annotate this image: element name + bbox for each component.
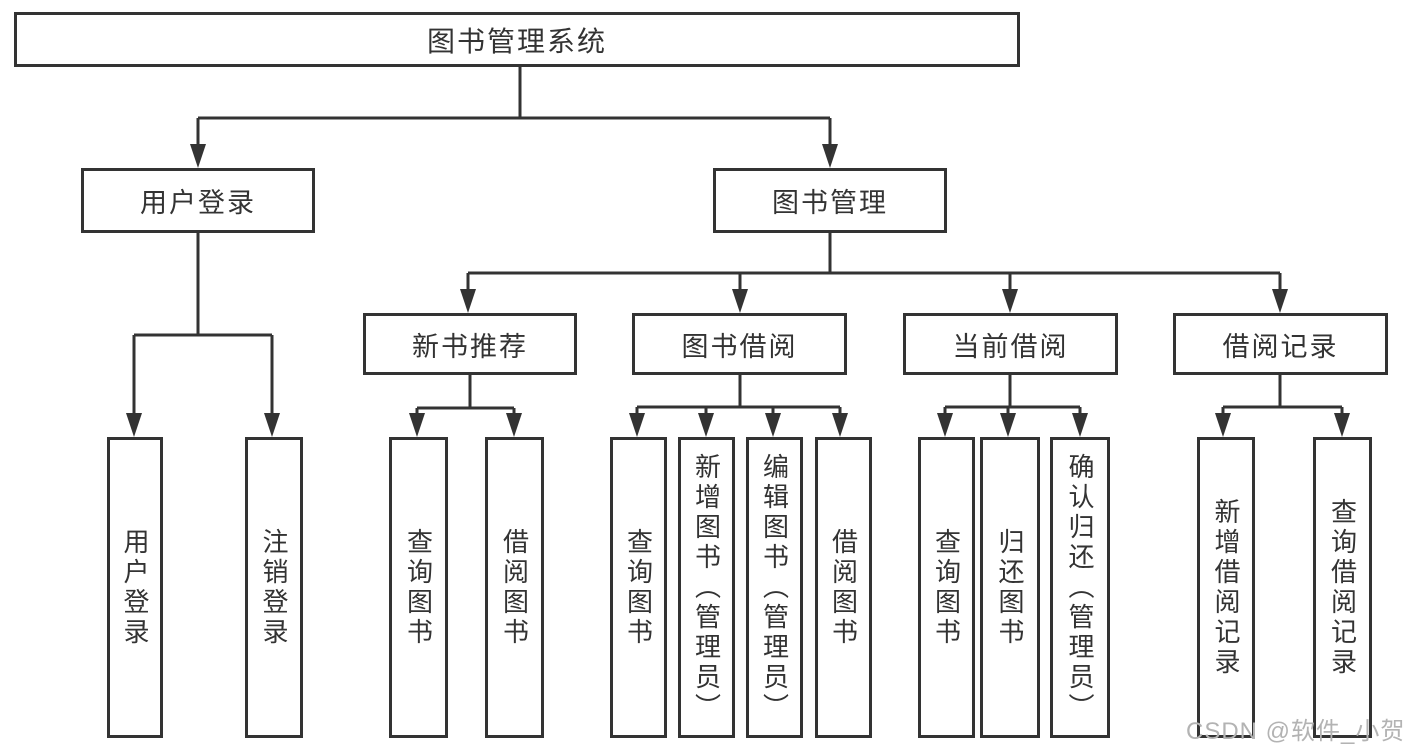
arrowheads — [126, 144, 1350, 437]
leaf-add-borrow-record-label: 新增借阅记录 — [1211, 497, 1241, 678]
leaf-confirm-return-admin: 确认归还（管理员） — [1050, 437, 1110, 738]
leaf-logout-label: 注销登录 — [259, 527, 289, 648]
leaf-add-book-admin: 新增图书（管理员） — [678, 437, 735, 738]
leaf-borrow-query-book-label: 查询图书 — [623, 527, 654, 648]
node-book-management-label: 图书管理 — [772, 188, 888, 218]
node-new-book-recommend-label: 新书推荐 — [412, 331, 528, 362]
leaf-logout: 注销登录 — [245, 437, 303, 738]
node-user-login-label: 用户登录 — [140, 188, 256, 218]
node-book-borrow: 图书借阅 — [632, 313, 847, 375]
leaf-borrow-borrow-book-label: 借阅图书 — [828, 527, 859, 648]
node-current-borrow-label: 当前借阅 — [952, 331, 1069, 362]
leaf-borrow-query-book: 查询图书 — [610, 437, 667, 738]
leaf-recommend-query-book-label: 查询图书 — [403, 527, 434, 648]
node-root-label: 图书管理系统 — [426, 25, 607, 57]
leaf-current-query-book: 查询图书 — [918, 437, 975, 738]
leaf-edit-book-admin-label: 编辑图书（管理员） — [759, 452, 790, 723]
csdn-watermark: CSDN @软件_小贺同学 — [1186, 718, 1405, 745]
node-book-management: 图书管理 — [713, 168, 947, 233]
leaf-add-book-admin-label: 新增图书（管理员） — [691, 452, 722, 723]
leaf-confirm-return-admin-label: 确认归还（管理员） — [1065, 452, 1095, 723]
node-current-borrow: 当前借阅 — [903, 313, 1118, 375]
node-user-login: 用户登录 — [81, 168, 315, 233]
node-borrow-record-label: 借阅记录 — [1222, 331, 1339, 362]
leaf-return-book: 归还图书 — [980, 437, 1040, 738]
leaf-return-book-label: 归还图书 — [995, 527, 1025, 648]
leaf-user-login: 用户登录 — [107, 437, 163, 738]
leaf-user-login-label: 用户登录 — [120, 527, 150, 648]
leaf-edit-book-admin: 编辑图书（管理员） — [746, 437, 803, 738]
leaf-recommend-query-book: 查询图书 — [389, 437, 448, 738]
node-book-borrow-label: 图书借阅 — [681, 331, 798, 362]
leaf-recommend-borrow-book: 借阅图书 — [485, 437, 544, 738]
leaf-current-query-book-label: 查询图书 — [931, 527, 962, 648]
node-new-book-recommend: 新书推荐 — [363, 313, 577, 375]
leaf-add-borrow-record: 新增借阅记录 — [1197, 437, 1255, 738]
leaf-recommend-borrow-book-label: 借阅图书 — [499, 527, 530, 648]
node-borrow-record: 借阅记录 — [1173, 313, 1388, 375]
leaf-query-borrow-record-label: 查询借阅记录 — [1327, 497, 1358, 678]
node-root: 图书管理系统 — [14, 12, 1020, 67]
leaf-query-borrow-record: 查询借阅记录 — [1313, 437, 1372, 738]
leaf-borrow-borrow-book: 借阅图书 — [815, 437, 872, 738]
